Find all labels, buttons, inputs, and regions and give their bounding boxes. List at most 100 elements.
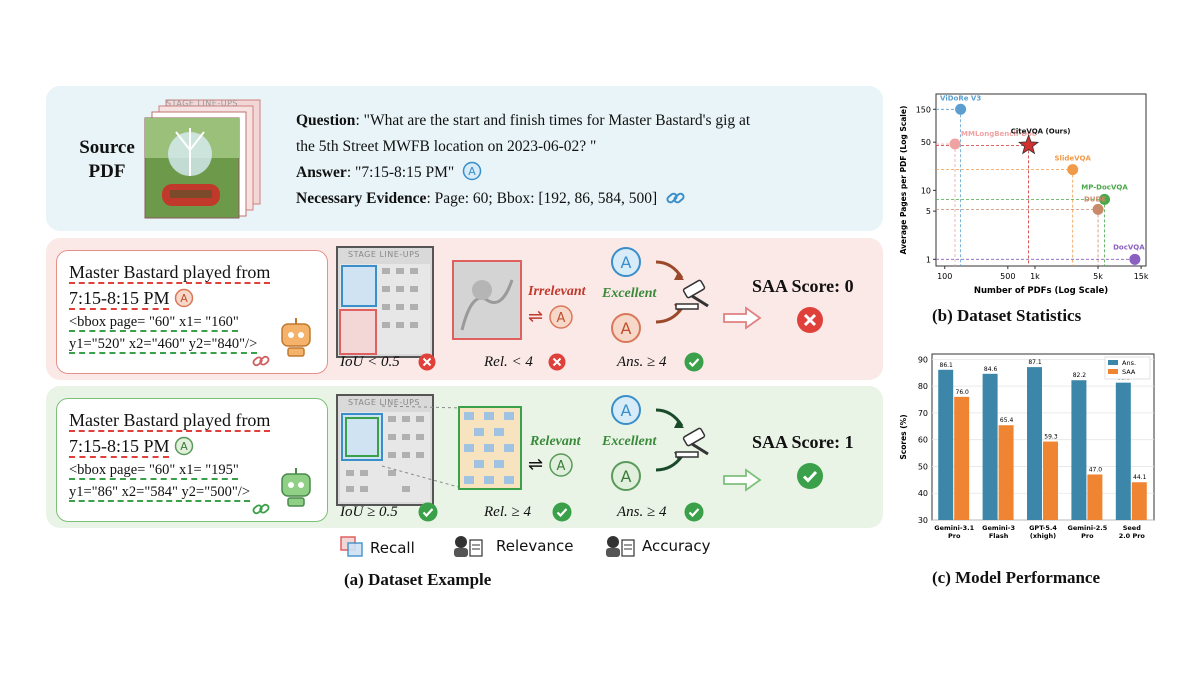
bar-category-label: GPT-5.4 xyxy=(1029,524,1057,532)
equal-arrow: ⇌ xyxy=(528,454,544,475)
bar-y-tick-label: 50 xyxy=(918,462,928,471)
answer-icon-blue-positive: A xyxy=(611,395,641,425)
response-time-line-positive: 7:15-8:15 PM A xyxy=(69,433,317,459)
scatter-point-label: MMLongBench-Doc xyxy=(961,130,1036,138)
response-statement-positive: Master Bastard played from xyxy=(69,410,271,430)
bar-category-label: Seed xyxy=(1123,524,1141,532)
scatter-point xyxy=(1067,164,1079,176)
rel-metric-positive: Rel. ≥ 4 xyxy=(484,504,531,520)
iou-metric-positive: IoU ≥ 0.5 xyxy=(340,504,398,520)
bar-category-label-2: Pro xyxy=(948,532,961,540)
answer-icon-green-positive: A xyxy=(611,461,641,491)
bar-value-label: 84.6 xyxy=(984,366,998,373)
cross-icon-rel xyxy=(548,353,566,371)
iou-metric-negative: IoU < 0.5 xyxy=(340,354,400,370)
scatter-x-axis-label: Number of PDFs (Log Scale) xyxy=(974,286,1108,296)
scatter-x-tick-label: 100 xyxy=(937,272,952,281)
scatter-point-label: DocVQA xyxy=(1113,243,1145,251)
bar-value-label: 44.1 xyxy=(1133,474,1147,481)
saa-score-negative: SAA Score: 0 xyxy=(752,276,854,296)
bar-ans xyxy=(938,369,954,520)
bbox-code-line-1: <bbox page= "60" x1= "160" xyxy=(69,314,239,330)
check-icon-rel xyxy=(552,502,572,522)
bar-ans xyxy=(1115,382,1131,520)
source-pdf-label: Source PDF xyxy=(79,137,135,182)
robot-icon-positive xyxy=(281,468,311,507)
caption-a: (a) Dataset Example xyxy=(344,570,492,589)
answer-badge-icon-positive: A xyxy=(174,436,194,456)
evidence-text: : Page: 60; Bbox: [192, 86, 584, 500] xyxy=(426,190,658,207)
bar-saa xyxy=(1131,482,1147,520)
scatter-point-label: CiteVQA (Ours) xyxy=(1011,127,1071,135)
gavel-icon-positive xyxy=(655,408,709,472)
result-arrow-positive xyxy=(723,468,762,492)
response-time-line: 7:15-8:15 PM A xyxy=(69,285,317,311)
answer-bubble-icon: A xyxy=(462,161,482,181)
cropped-region-negative xyxy=(452,260,522,340)
response-time: 7:15-8:15 PM xyxy=(69,288,170,308)
recall-legend-icon xyxy=(340,536,363,557)
svg-text:A: A xyxy=(557,311,566,326)
bar-saa xyxy=(954,396,970,520)
bar-ans xyxy=(982,373,998,520)
bar-legend-label: SAA xyxy=(1122,368,1136,376)
answer-label: Answer xyxy=(296,164,347,181)
scatter-point xyxy=(1092,203,1104,215)
question-text-1: : "What are the start and finish times f… xyxy=(355,112,751,129)
cropped-region-positive xyxy=(458,406,522,490)
bbox-code-line-1-positive: <bbox page= "60" x1= "195" xyxy=(69,462,239,478)
response-statement: Master Bastard played from xyxy=(69,262,271,282)
scatter-point-label: ViDoRe V3 xyxy=(940,94,981,102)
svg-text:A: A xyxy=(621,319,632,338)
recall-page-thumb-positive xyxy=(336,394,434,506)
recall-thumb-title-positive: STAGE LINE-UPS xyxy=(348,398,420,407)
irrelevant-tag: Irrelevant xyxy=(528,284,586,299)
model-response-bubble-negative: Master Bastard played from 7:15-8:15 PM … xyxy=(56,250,328,374)
svg-text:A: A xyxy=(621,253,632,272)
answer-icon-blue-negative: A xyxy=(611,247,641,277)
fail-icon xyxy=(797,307,823,333)
scatter-plot-area xyxy=(935,93,1147,267)
not-equal-arrow: ⇌ xyxy=(528,306,544,327)
scatter-x-tick-label: 1k xyxy=(1030,272,1040,281)
bar-y-tick-label: 60 xyxy=(918,436,928,445)
scatter-x-tick-label: 5k xyxy=(1093,272,1103,281)
scatter-y-tick-label: 10 xyxy=(921,186,931,195)
svg-text:A: A xyxy=(180,440,188,453)
bar-y-tick-label: 80 xyxy=(918,382,928,391)
accuracy-judge-icon xyxy=(606,536,635,557)
svg-text:A: A xyxy=(180,292,188,305)
answer-badge-icon: A xyxy=(174,288,194,308)
relevance-judge-icon xyxy=(454,536,483,557)
bar-legend-label: Ans. xyxy=(1122,359,1136,367)
bar-value-label: 65.4 xyxy=(1000,417,1014,424)
bar-y-tick-label: 90 xyxy=(918,355,928,364)
bar-value-label: 82.2 xyxy=(1073,372,1087,379)
scatter-point xyxy=(949,138,961,150)
scatter-point-label: MP-DocVQA xyxy=(1081,183,1128,191)
legend-accuracy: Accuracy xyxy=(642,537,711,555)
cross-icon-iou xyxy=(418,353,436,371)
scatter-point-label: DUDE xyxy=(1084,195,1106,203)
response-time-positive: 7:15-8:15 PM xyxy=(69,436,170,456)
bar-saa xyxy=(998,425,1014,520)
bar-ans xyxy=(1071,380,1087,520)
bar-category-label: Gemini-2.5 xyxy=(1067,524,1107,532)
legend-recall: Recall xyxy=(370,539,415,557)
bar-y-axis-label: Scores (%) xyxy=(899,414,908,459)
bar-category-label-2: (xhigh) xyxy=(1030,532,1056,540)
question-line-1: Question: "What are the start and finish… xyxy=(296,108,750,134)
bar-category-label-2: Flash xyxy=(989,532,1009,540)
question-label: Question xyxy=(296,112,356,129)
bar-category-label-2: 2.0 Pro xyxy=(1119,532,1146,540)
ans-metric-positive: Ans. ≥ 4 xyxy=(617,504,667,520)
pass-icon xyxy=(797,463,823,489)
bar-saa xyxy=(1087,474,1103,520)
check-icon-ans-negative xyxy=(684,352,704,372)
answer-line: Answer: "7:15-8:15 PM" A xyxy=(296,160,482,186)
bar-value-label: 47.0 xyxy=(1089,466,1103,473)
bar-value-label: 86.1 xyxy=(940,362,954,369)
question-line-2: the 5th Street MWFB location on 2023-06-… xyxy=(296,138,597,155)
